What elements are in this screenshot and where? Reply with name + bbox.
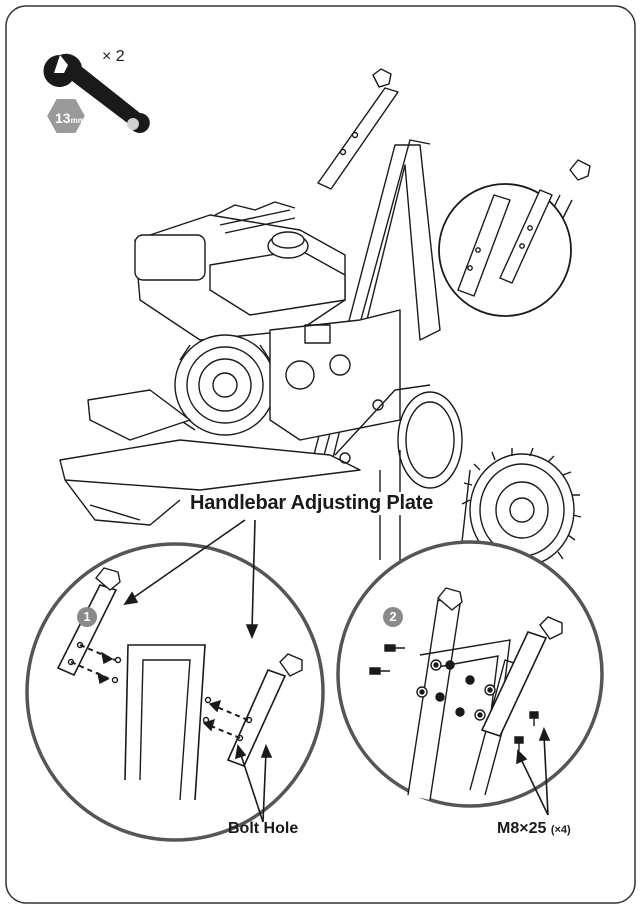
step1-detail [25,542,325,842]
step1-zoom-circle [25,542,325,842]
step2-zoom-circle [336,540,604,808]
bolt-spec: M8×25 [497,820,547,837]
step2-badge [383,607,403,627]
bolt-spec-label: M8×25 (×4) [497,820,571,838]
tool-size-unit: mm [70,116,85,125]
handlebar-adjusting-plate-label: Handlebar Adjusting Plate [186,492,438,515]
page-border [5,5,636,904]
hex-bolt-icon [44,97,88,135]
tool-count: × 2 [102,48,125,65]
tiller-machine-drawing [59,68,591,570]
callout-arrows [123,519,551,823]
step1-badge [77,607,97,627]
bolt-hole-label: Bolt Hole [228,820,299,837]
step1-number: 1 [83,609,91,624]
step2-number: 2 [389,609,397,624]
bolt-qty: (×4) [550,824,571,836]
tool-size: 13mm [55,110,85,126]
wrench-icon [43,53,150,133]
step2-detail [336,540,604,808]
tool-size-value: 13 [55,110,71,126]
